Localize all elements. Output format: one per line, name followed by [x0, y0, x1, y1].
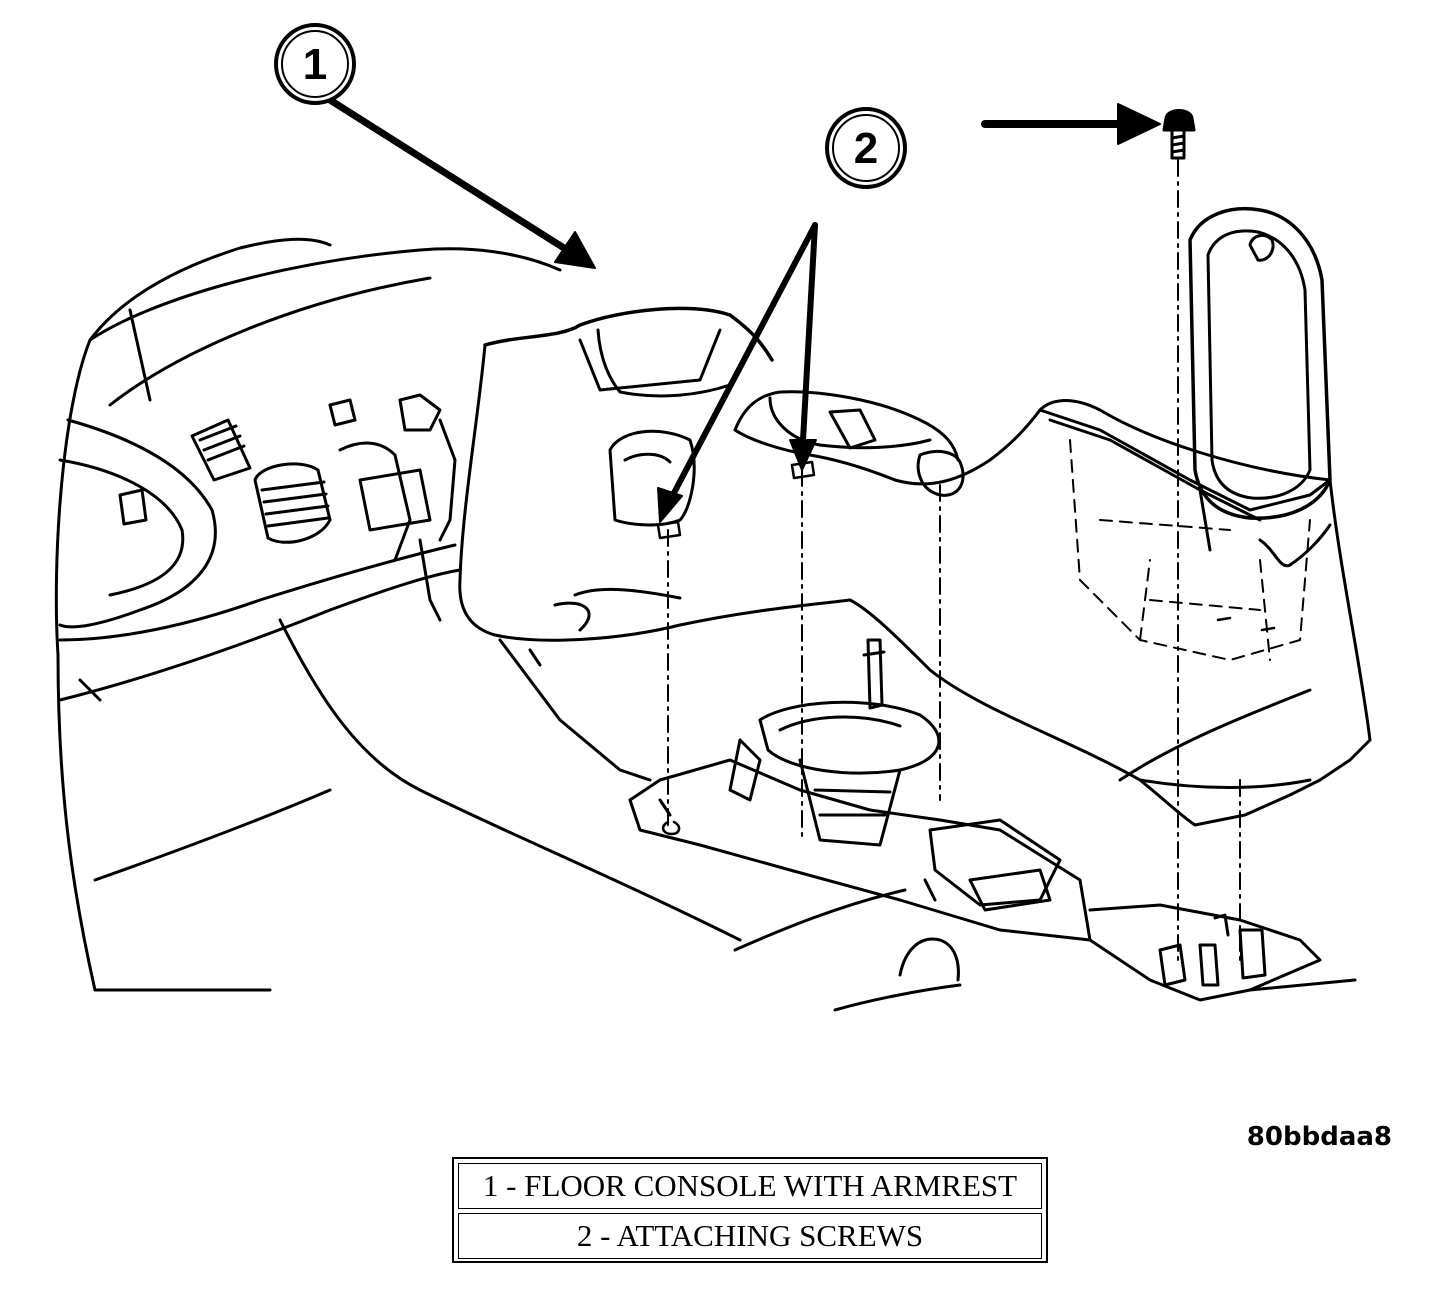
callout-2: 2 [825, 107, 907, 189]
floor-console-body [328, 306, 1372, 827]
legend-row-1: 1 - FLOOR CONSOLE WITH ARMREST [458, 1163, 1042, 1209]
rear-bracket [1088, 903, 1322, 1002]
armrest-lid [1188, 207, 1332, 520]
armrest-screw [1162, 109, 1196, 160]
instrument-panel [54, 237, 562, 702]
leader-arrows [326, 96, 1161, 523]
legend-table: 1 - FLOOR CONSOLE WITH ARMREST 2 - ATTAC… [452, 1157, 1048, 1263]
screw-holes [656, 460, 1276, 836]
air-vent-center [253, 462, 332, 544]
callout-1-number: 1 [303, 40, 327, 89]
gear-shifter-assembly [628, 638, 1092, 942]
door-handle-slot [118, 488, 148, 526]
hidden-lines [1069, 439, 1311, 661]
figure-id: 80bbdaa8 [1246, 1122, 1392, 1152]
screw-alignment-lines [667, 159, 1241, 961]
callout-2-number: 2 [854, 124, 878, 173]
legend-row-2: 2 - ATTACHING SCREWS [458, 1213, 1042, 1259]
callout-1: 1 [274, 23, 356, 105]
air-vent-left [190, 418, 252, 482]
